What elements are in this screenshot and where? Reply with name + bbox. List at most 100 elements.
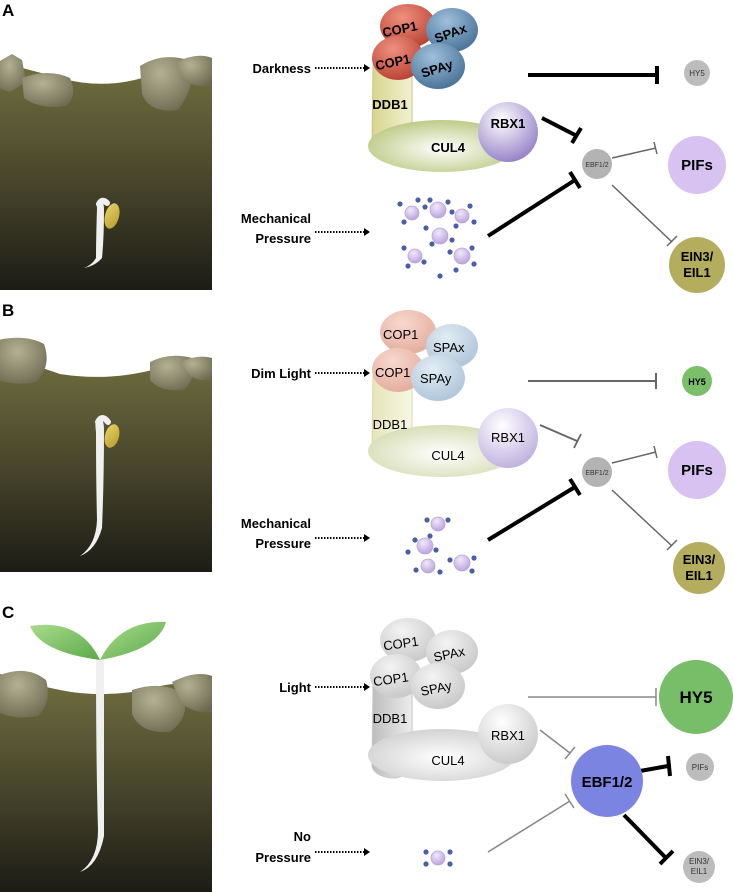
arrowhead xyxy=(364,64,370,72)
spa-subunit xyxy=(411,663,465,709)
stimulus-label-top: Darkness xyxy=(252,61,311,76)
cop1-label: COP1 xyxy=(372,669,409,689)
pifs-node xyxy=(668,136,726,194)
soil-scene xyxy=(0,337,212,572)
inhibition-arrows xyxy=(486,66,678,247)
cop1-subunit xyxy=(372,348,424,392)
pifs-node xyxy=(686,753,714,781)
pifs-label: PIFs xyxy=(681,157,713,174)
rock xyxy=(140,57,192,111)
cop1-subunit xyxy=(370,654,422,698)
ein3-node xyxy=(669,237,725,293)
ddb1-label: DDB1 xyxy=(373,417,408,432)
cop1-subunit xyxy=(380,310,436,354)
ebf-node xyxy=(582,149,612,179)
stimulus-label-bottom: Pressure xyxy=(255,850,311,865)
pifs-node xyxy=(668,441,726,499)
rock xyxy=(180,356,212,381)
ebf-node xyxy=(582,457,612,487)
hy5-node xyxy=(684,60,710,86)
ein3-label: EIL1 xyxy=(685,568,712,583)
stimulus-label-bottom: Pressure xyxy=(255,536,311,551)
arrowhead xyxy=(364,848,370,856)
spa-subunit xyxy=(426,630,478,674)
spa-subunit xyxy=(411,355,465,401)
ebf-node xyxy=(571,745,643,817)
hy5-label: HY5 xyxy=(679,688,712,707)
mechanical-pressure-molecules xyxy=(397,197,477,279)
stimulus-label-bottom: Pressure xyxy=(255,231,311,246)
ein3-label: EIN3/ xyxy=(683,552,716,567)
arrowhead xyxy=(364,534,370,542)
spa-label: SPAy xyxy=(420,371,452,386)
no-pressure-molecules xyxy=(423,849,453,867)
rock xyxy=(22,73,74,107)
ein3-node xyxy=(683,851,715,883)
arrowhead xyxy=(364,683,370,691)
rock xyxy=(132,685,186,733)
ebf-label: EBF1/2 xyxy=(585,470,608,477)
e3-ligase-complex: COP1 SPAx COP1 SPAy DDB1 CUL4 RBX1 xyxy=(368,4,538,172)
e3-ligase-complex: COP1 SPAx COP1 SPAy DDB1 CUL4 RBX1 xyxy=(368,618,538,781)
rbx1-label: RBX1 xyxy=(491,430,525,445)
hy5-node xyxy=(659,660,733,734)
panel-letter: A xyxy=(2,1,14,20)
soil-scene xyxy=(0,621,212,892)
spa-label: SPAy xyxy=(419,678,453,699)
hy5-label: HY5 xyxy=(688,377,706,387)
panel-c: C Light No Pressure COP1 xyxy=(0,603,733,892)
seedling xyxy=(30,621,166,872)
ebf-label: EBF1/2 xyxy=(582,774,633,791)
seedling xyxy=(80,415,120,556)
ein3-label: EIL1 xyxy=(691,867,708,876)
soil-scene xyxy=(0,54,212,290)
cotyledon-leaf xyxy=(100,621,166,660)
cop1-label: COP1 xyxy=(383,327,418,342)
ein3-node xyxy=(673,542,725,594)
spa-label: SPAx xyxy=(433,340,465,355)
pifs-label: PIFs xyxy=(681,462,713,479)
cop1-subunit xyxy=(380,618,436,662)
panel-b: B Dim Light Mechanical Pressure xyxy=(0,301,726,594)
rock xyxy=(0,337,47,384)
seedling xyxy=(84,197,120,268)
hy5-node xyxy=(682,366,712,396)
rbx1-subunit xyxy=(478,704,538,764)
cul4-label: CUL4 xyxy=(431,753,464,768)
ebf-label: EBF1/2 xyxy=(585,162,608,169)
hy5-label: HY5 xyxy=(689,69,705,78)
stimulus-label-bottom: No xyxy=(294,829,311,844)
rock xyxy=(0,670,48,718)
cop1-label: COP1 xyxy=(374,51,412,73)
inhibition-arrows xyxy=(487,688,675,866)
stimulus-label-bottom: Mechanical xyxy=(241,211,311,226)
ddb1-label: DDB1 xyxy=(373,711,408,726)
mechanical-pressure-molecules xyxy=(405,516,477,575)
arrowhead xyxy=(364,228,370,236)
stimulus-label-top: Dim Light xyxy=(251,366,312,381)
ein3-label: EIN3/ xyxy=(681,249,714,264)
inhibition-arrows xyxy=(486,373,678,551)
rbx1-label: RBX1 xyxy=(491,728,525,743)
cotyledon-leaf xyxy=(30,624,100,660)
cop1-subunit xyxy=(372,36,424,80)
cul4-label: CUL4 xyxy=(431,140,466,155)
cop1-label: COP1 xyxy=(375,365,410,380)
spa-subunit xyxy=(411,43,465,89)
rock xyxy=(172,674,212,713)
rock xyxy=(0,54,26,92)
rock xyxy=(176,55,212,87)
spa-label: SPAx xyxy=(432,643,466,664)
stimulus-label-top: Light xyxy=(279,680,311,695)
ein3-label: EIL1 xyxy=(683,265,710,280)
pifs-label: PIFs xyxy=(692,763,708,772)
panel-letter: C xyxy=(2,603,14,622)
cop1-label: COP1 xyxy=(382,634,419,654)
ddb1-label: DDB1 xyxy=(372,97,407,112)
stimulus-label-bottom: Mechanical xyxy=(241,516,311,531)
e3-ligase-complex: COP1 SPAx COP1 SPAy DDB1 CUL4 RBX1 xyxy=(368,310,538,477)
arrowhead xyxy=(364,369,370,377)
cul4-subunit xyxy=(368,729,516,781)
rbx1-subunit xyxy=(478,408,538,468)
